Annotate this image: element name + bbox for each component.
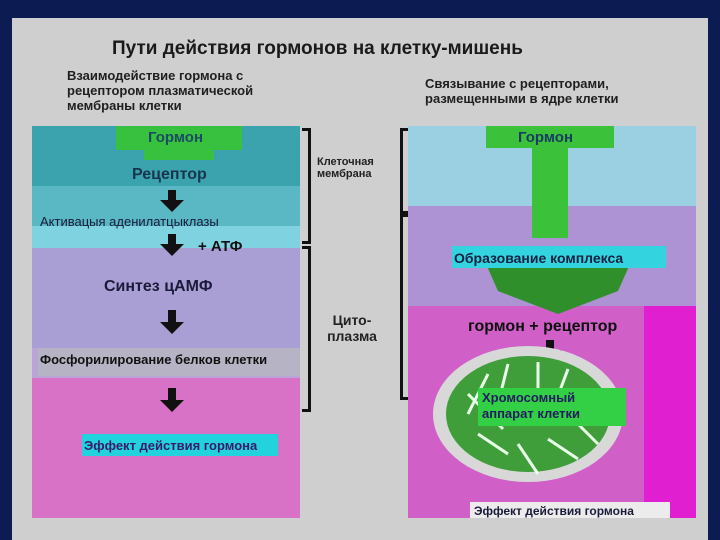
camp-synthesis-label: Синтез цАМФ bbox=[104, 278, 213, 295]
membrane-label: Клеточная мембрана bbox=[317, 156, 374, 180]
right-hormone-label: Гормон bbox=[518, 129, 574, 146]
complex-label: Образование комплекса bbox=[454, 250, 624, 266]
right-cytoplasm-bracket bbox=[400, 214, 409, 400]
hormone-box bbox=[116, 126, 242, 150]
arrow-down-icon bbox=[168, 388, 176, 400]
arrow-down-icon bbox=[168, 190, 176, 200]
nuclear-receptor-panel: Гормон Образование комплекса гормон + ре… bbox=[408, 126, 696, 518]
arrow-down-icon bbox=[168, 234, 176, 244]
activation-label: Активацыя аденилатцыклазы bbox=[40, 214, 219, 229]
right-subtitle: Связывание с рецепторами, размещенными в… bbox=[425, 76, 619, 106]
arrow-down-icon bbox=[168, 310, 176, 322]
page-title: Пути действия гормонов на клетку-мишень bbox=[112, 38, 523, 59]
hormone-box bbox=[486, 126, 614, 148]
membrane-receptor-panel: Гормон Рецептор Активацыя аденилатцыклаз… bbox=[32, 126, 300, 518]
membrane-bracket bbox=[302, 128, 311, 244]
cytoplasm-bracket bbox=[302, 246, 311, 412]
left-effect-label: Эффект действия гормона bbox=[84, 438, 258, 453]
left-subtitle: Взаимодействие гормона с рецептором плаз… bbox=[67, 68, 254, 113]
arrow-down-icon bbox=[546, 340, 554, 350]
chromosome-label: Хромосомный аппарат клетки bbox=[482, 390, 580, 421]
hormone-receptor-label: гормон + рецептор bbox=[468, 318, 618, 335]
right-membrane-bracket bbox=[400, 128, 409, 214]
slide: Пути действия гормонов на клетку-мишень … bbox=[12, 18, 708, 540]
right-effect-label: Эффект действия гормона bbox=[474, 504, 634, 518]
receptor-label: Рецептор bbox=[132, 166, 207, 183]
cytoplasm-label: Цито- плазма bbox=[327, 312, 377, 344]
atp-label: + АТФ bbox=[198, 238, 243, 255]
hormone-label: Гормон bbox=[148, 129, 204, 146]
phosphorylation-label: Фосфорилирование белков клетки bbox=[40, 352, 268, 367]
